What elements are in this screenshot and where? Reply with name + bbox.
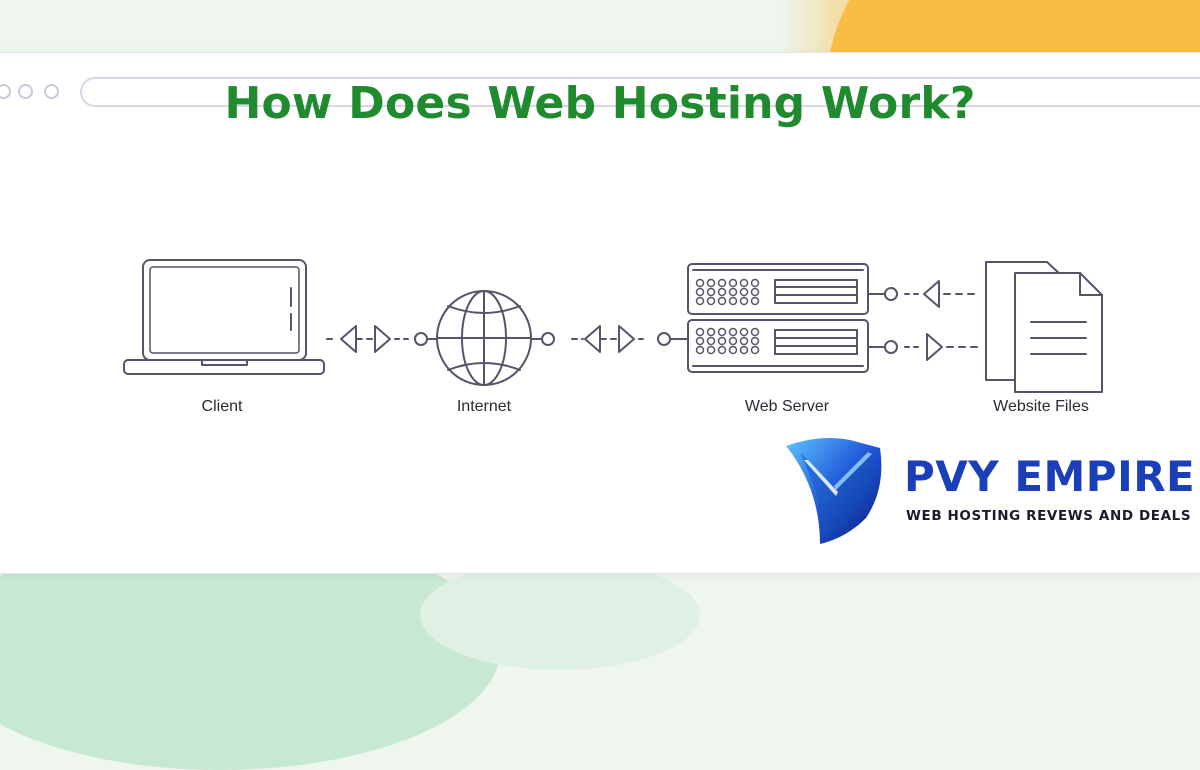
connector-server-to-files xyxy=(867,333,978,361)
globe-icon xyxy=(436,290,532,386)
documents-icon xyxy=(985,261,1103,393)
address-bar[interactable] xyxy=(80,77,1200,107)
brand-name: PVY EMPIRE xyxy=(904,452,1196,501)
window-control-dot-1[interactable] xyxy=(0,84,11,99)
label-web-server: Web Server xyxy=(744,398,830,415)
server-unit-bottom-icon xyxy=(687,319,869,373)
connector-internet-server xyxy=(530,325,689,353)
laptop-icon xyxy=(123,259,325,375)
shield-icon xyxy=(786,438,882,544)
label-client: Client xyxy=(201,398,243,415)
label-internet: Internet xyxy=(456,398,512,415)
window-control-dot-2[interactable] xyxy=(18,84,33,99)
brand-logo: PVY EMPIRE WEB HOSTING REVEWS AND DEALS xyxy=(780,430,1200,550)
connector-client-internet xyxy=(326,325,438,353)
page-title: How Does Web Hosting Work? xyxy=(224,78,976,129)
server-unit-top-icon xyxy=(687,263,869,315)
window-control-dot-3[interactable] xyxy=(44,84,59,99)
label-website-files: Website Files xyxy=(993,398,1089,415)
hosting-diagram xyxy=(123,259,1103,393)
brand-tagline: WEB HOSTING REVEWS AND DEALS xyxy=(906,508,1192,524)
connector-files-to-server xyxy=(867,280,978,308)
